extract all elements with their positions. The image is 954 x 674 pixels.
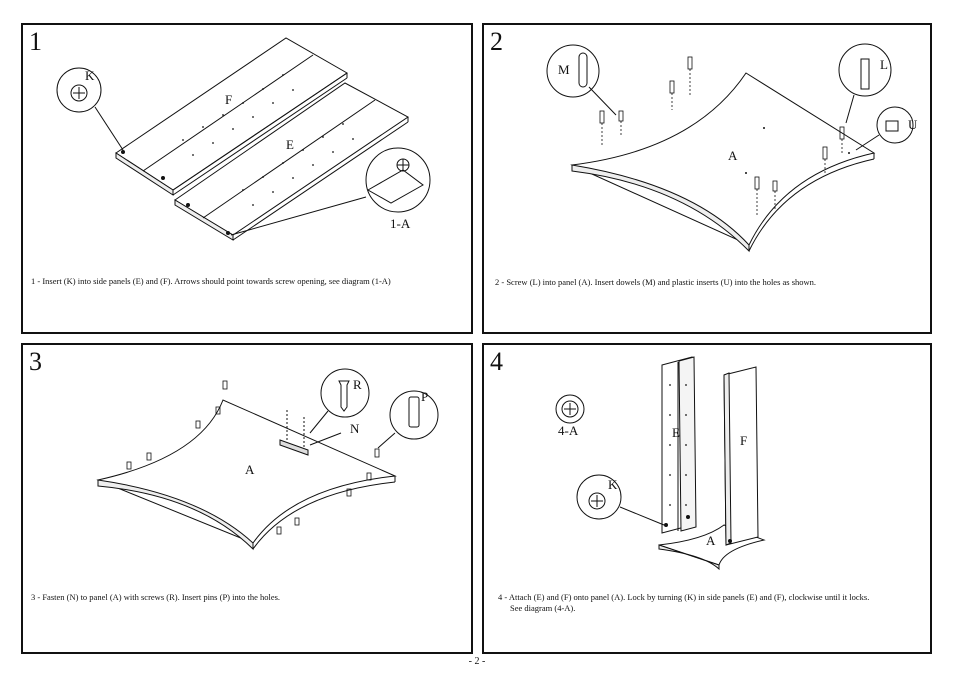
label-detail: 1-A [390,216,411,231]
label-p: P [421,389,429,404]
step-number: 1 [29,27,42,56]
step-caption: 2 - Screw (L) into panel (A). Insert dow… [495,277,817,287]
label-r: R [353,377,362,392]
step-2-panel: 2 [482,23,932,334]
label-a: A [728,148,738,163]
label-m: M [558,62,570,77]
step-number: 3 [29,347,42,376]
label-u: U [908,117,918,132]
step-number: 2 [490,27,503,56]
label-a: A [706,533,716,548]
label-k: K [85,68,95,83]
step-caption-line-2: See diagram (4-A). [510,603,576,613]
label-detail: 4-A [558,423,579,438]
step-4-diagram [555,356,766,571]
label-l: L [880,57,888,72]
step-caption: 1 - Insert (K) into side panels (E) and … [31,276,391,286]
label-f: F [740,433,748,448]
label-k: K [608,477,618,492]
label-e: E [672,425,680,440]
step-3-diagram [96,368,439,551]
step-4-panel: 4 4-A E F K A 4 - Atta [482,343,932,654]
step-number: 4 [490,347,503,376]
step-caption-line-1: 4 - Attach (E) and (F) onto panel (A). L… [498,592,870,602]
step-caption: 3 - Fasten (N) to panel (A) with screws … [31,592,281,602]
page-number: - 2 - [468,656,486,667]
step-3-panel: 3 [21,343,473,654]
step-1-diagram [56,37,431,241]
step-1-panel: 1 [21,23,473,334]
step-2-diagram [546,43,914,253]
label-a: A [245,462,255,477]
label-e: E [286,137,294,152]
label-f: F [225,92,233,107]
label-n: N [350,421,360,436]
